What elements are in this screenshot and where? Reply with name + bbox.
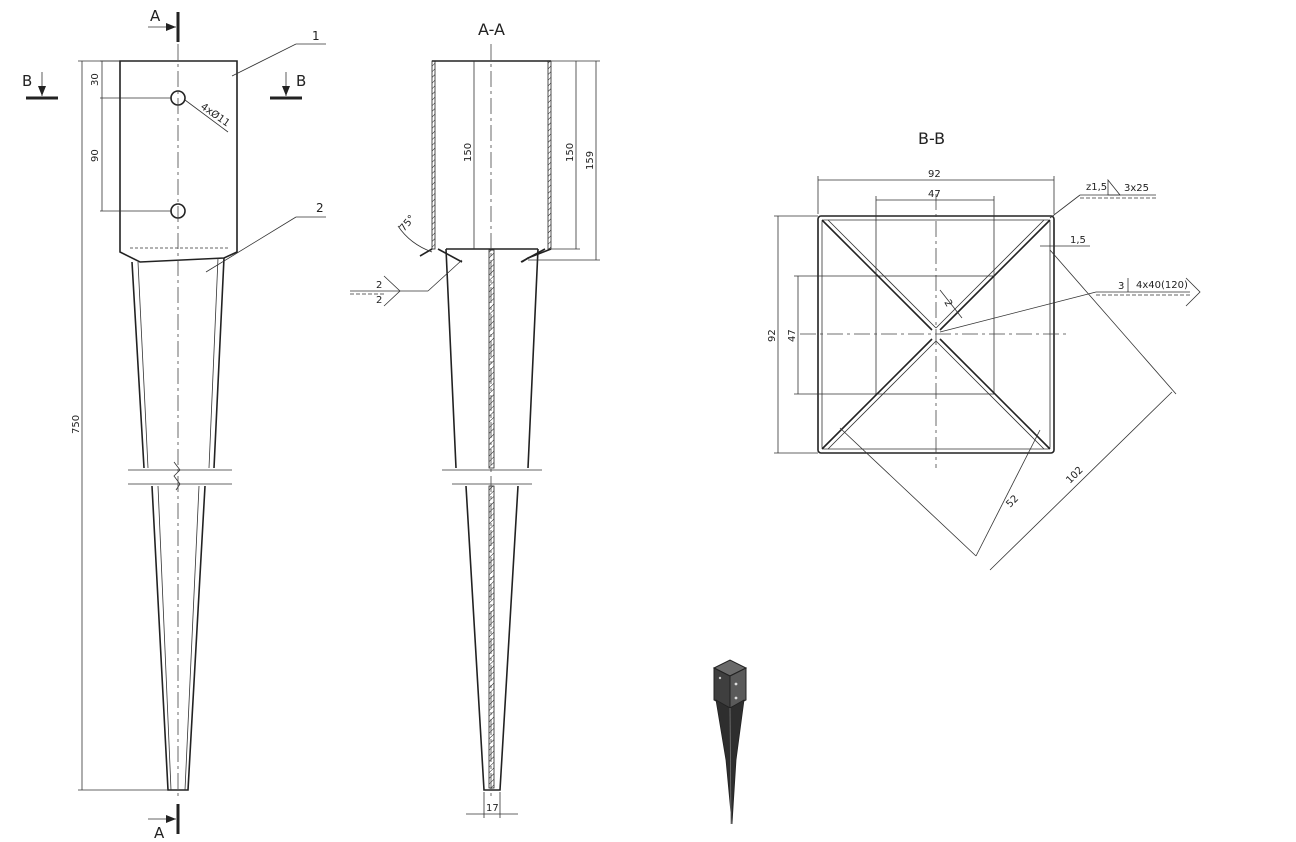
dim-width-outer: 92 xyxy=(928,169,941,180)
weld-bottom-size: 2 xyxy=(376,295,382,306)
section-a-label-top: A xyxy=(150,7,161,25)
dim-flare-angle: 75° xyxy=(398,213,418,234)
dim-height-outer: 92 xyxy=(767,329,778,342)
section-mark-b-left: B xyxy=(22,72,58,100)
dim-total-length: 750 xyxy=(71,415,82,434)
section-mark-b-right: B xyxy=(270,72,306,100)
dim-tip-width: 17 xyxy=(486,803,499,814)
weld-note-length: 3x25 xyxy=(1124,183,1149,194)
item-callouts: 1 2 xyxy=(205,29,326,273)
dim-width-inner: 47 xyxy=(928,189,941,200)
section-aa-dimensions: 150 150 159 75° 2 2 17 xyxy=(350,60,600,818)
item-2-label: 2 xyxy=(316,201,324,215)
dim-diagonal-102: 102 xyxy=(1064,465,1085,486)
section-aa-title: A-A xyxy=(478,20,505,39)
dim-inner-height: 150 xyxy=(463,143,474,162)
dim-hole-spacing: 90 xyxy=(90,149,101,162)
dim-total-sleeve-height: 159 xyxy=(585,151,596,170)
section-bb-view: B-B 92 47 92 47 xyxy=(767,129,1201,571)
weld-note-z: z1,5 xyxy=(1086,182,1107,193)
dim-sleeve-height: 150 xyxy=(565,143,576,162)
front-view: A A B B xyxy=(22,7,326,842)
dim-height-inner: 47 xyxy=(787,329,798,342)
dim-fin-thickness: 2 xyxy=(941,298,954,309)
spike-upper xyxy=(131,257,225,469)
section-b-label-right: B xyxy=(296,72,306,90)
section-b-label-left: B xyxy=(22,72,32,90)
weld-note-3: 3 xyxy=(1118,281,1124,292)
dim-top-offset: 30 xyxy=(90,73,101,86)
spike-lower xyxy=(151,485,206,791)
section-mark-a-top: A xyxy=(148,7,180,42)
weld-top-size: 2 xyxy=(376,280,382,291)
hole-callout: 4xØ11 xyxy=(198,101,232,130)
section-aa-view: A-A 150 150 159 75° xyxy=(350,20,600,818)
iso-render xyxy=(712,659,748,825)
item-1-label: 1 xyxy=(312,29,320,43)
weld-note-intermittent: 4x40(120) xyxy=(1136,280,1188,291)
front-dimensions: 30 90 750 4xØ11 xyxy=(71,60,232,791)
section-mark-a-bottom: A xyxy=(148,804,180,842)
section-bb-title: B-B xyxy=(918,129,945,148)
dim-wall-thickness: 1,5 xyxy=(1070,235,1086,246)
section-a-label-bottom: A xyxy=(154,824,165,842)
